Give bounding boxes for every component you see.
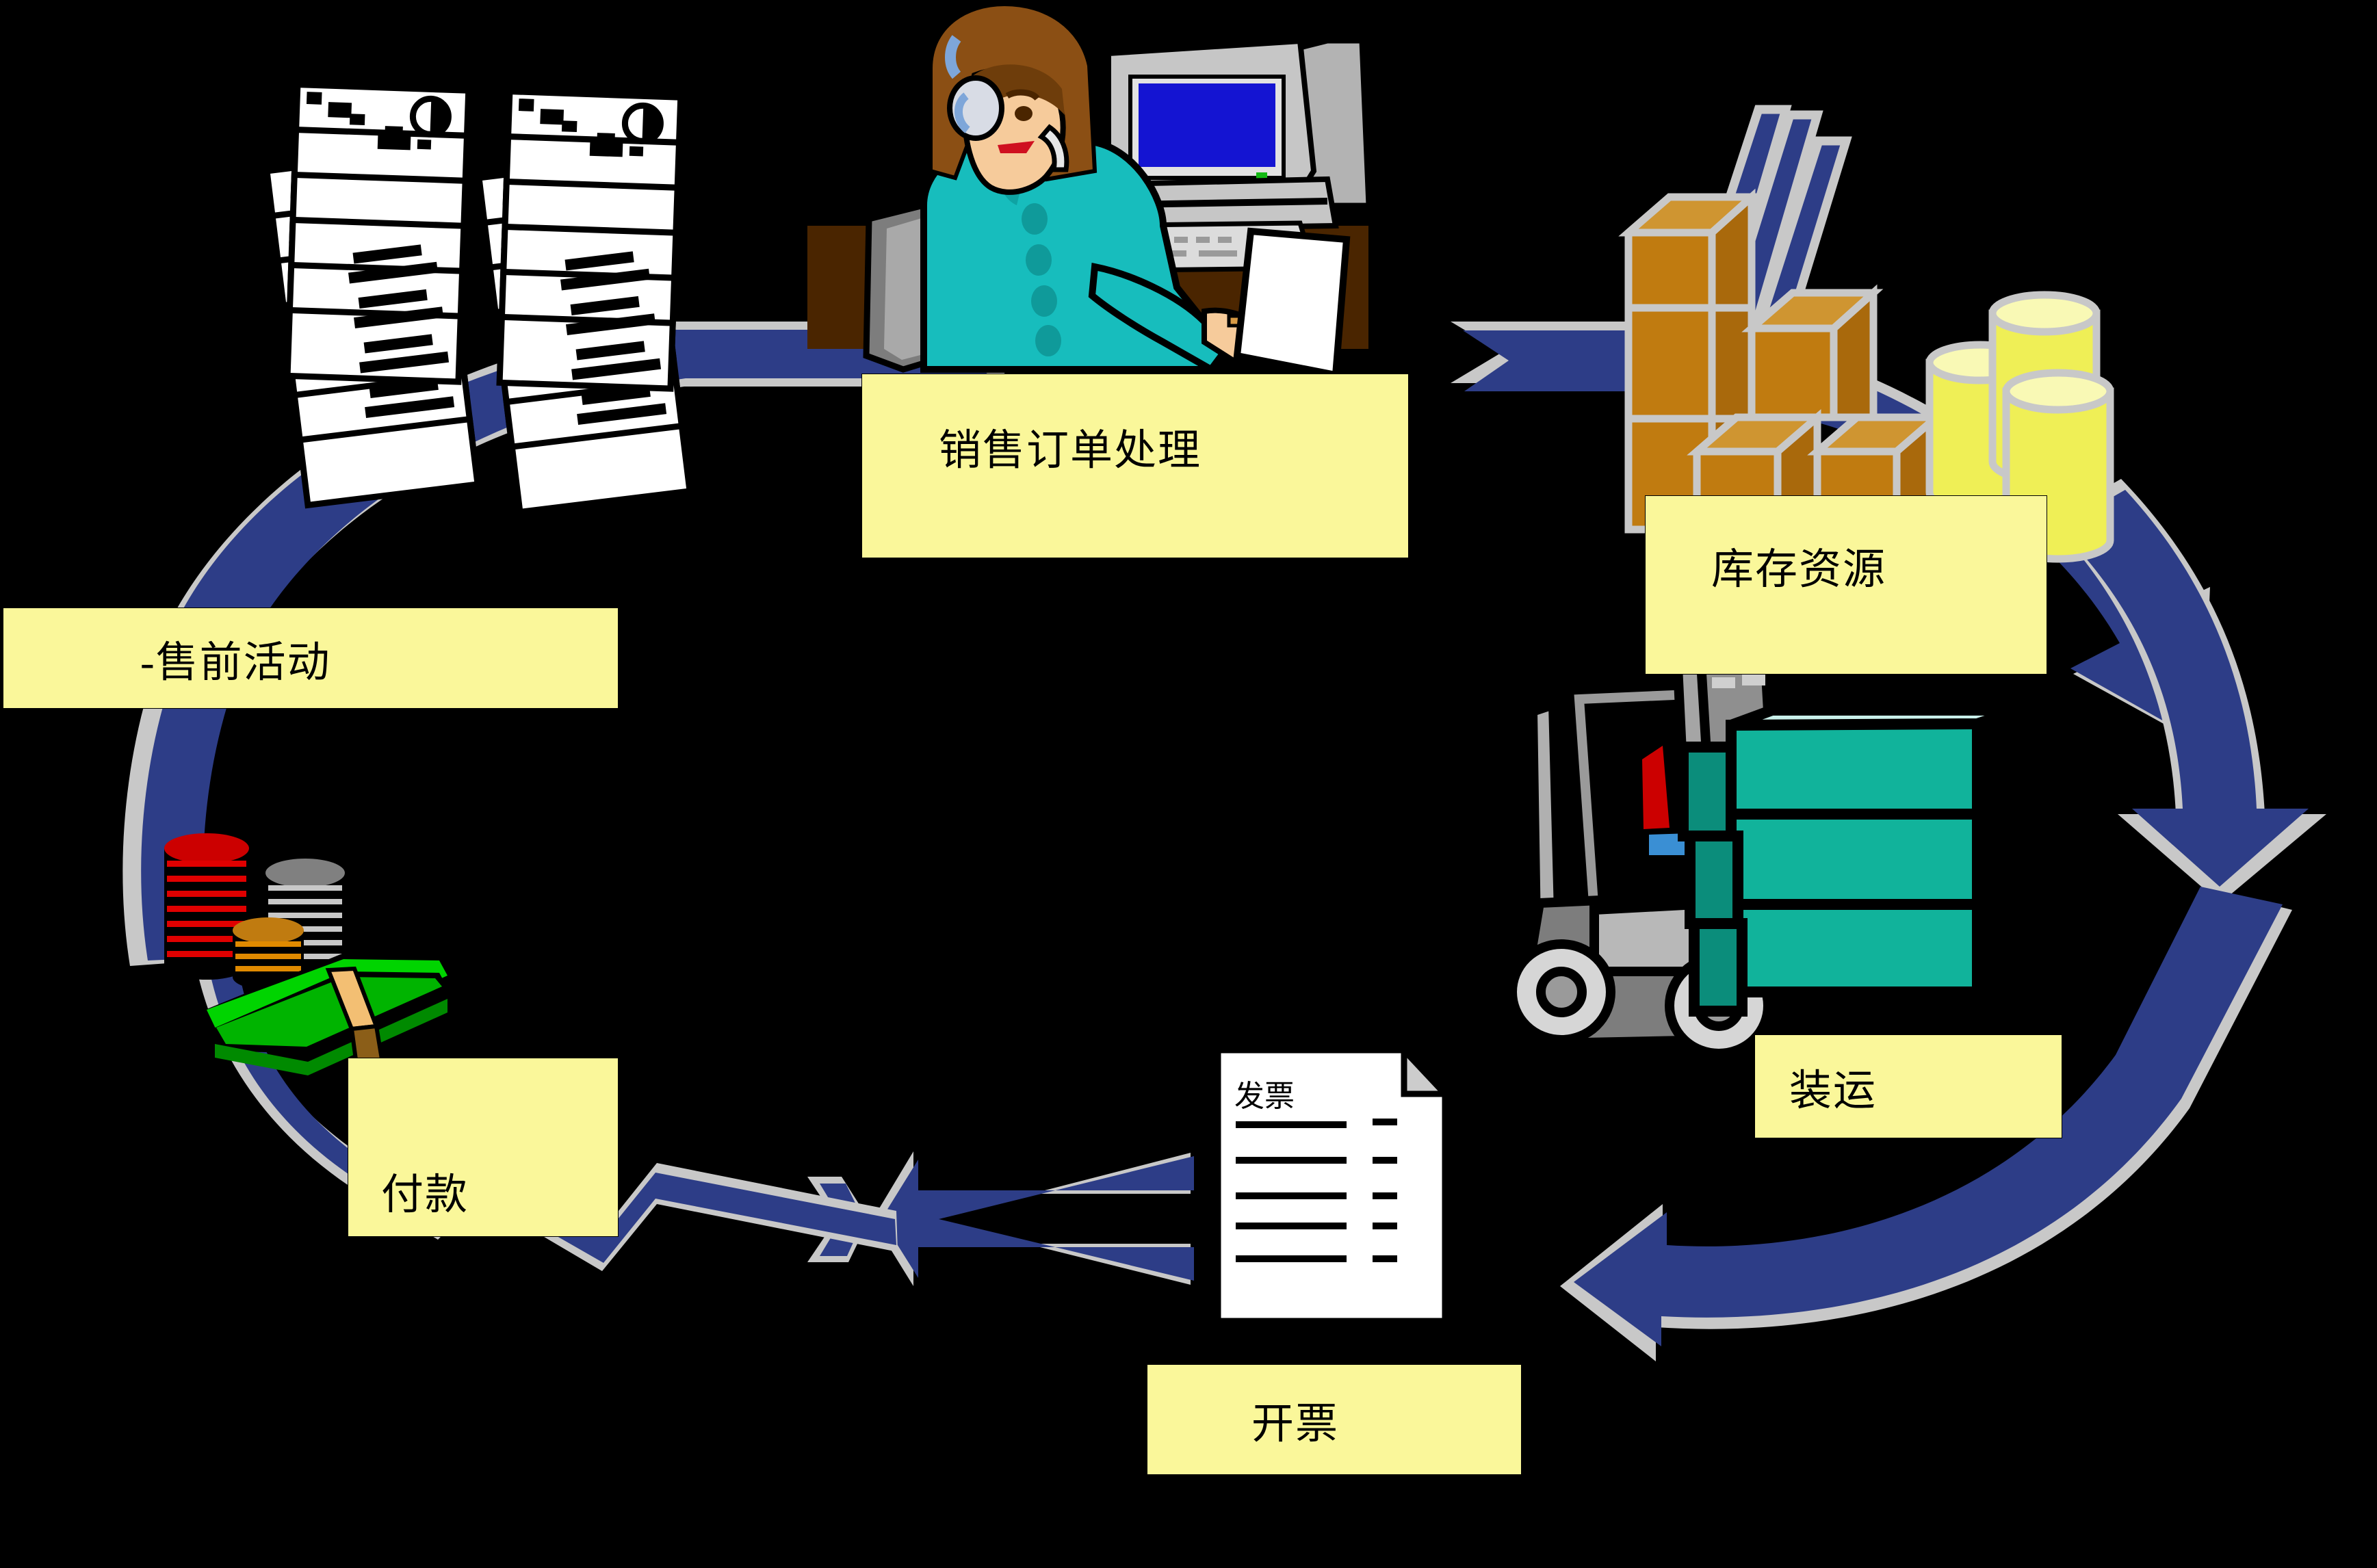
label-sales-order-processing[interactable]: 销售订单处理	[861, 374, 1409, 558]
arrow-segment-presales-to-order	[171, 274, 1026, 650]
label-presales[interactable]: -售前活动	[3, 607, 619, 709]
label-sales-order-processing-text: 销售订单处理	[939, 428, 1202, 474]
letter-stack-left	[263, 81, 482, 509]
label-shipping-text: 装运	[1789, 1068, 1878, 1114]
headset-icon	[945, 35, 1069, 172]
label-shipping[interactable]: 装运	[1754, 1034, 2062, 1138]
invoice-fold	[1401, 1042, 1453, 1097]
poker-chip-stack-orange	[233, 917, 304, 990]
invoice-page	[1215, 1047, 1449, 1324]
invoice-heading: 发票	[1234, 1080, 1295, 1113]
label-presales-text: -售前活动	[140, 640, 331, 686]
poker-chip-stack-red	[164, 833, 249, 980]
headset-mic	[1037, 124, 1069, 172]
letter-stack-right	[475, 88, 694, 516]
teal-crates	[1678, 705, 2021, 1017]
label-payment-text: 付款	[381, 1172, 469, 1218]
arrow-segment-shipping-to-billing	[1560, 887, 2292, 1361]
label-inventory-resources-text: 库存资源	[1711, 547, 1887, 593]
label-billing[interactable]: 开票	[1147, 1364, 1522, 1475]
label-payment[interactable]: 付款	[348, 1058, 619, 1237]
cash-bundle	[198, 954, 458, 1075]
label-inventory-resources[interactable]: 库存资源	[1645, 495, 2047, 675]
arrow-segment-inventory-to-shipping	[2049, 479, 2326, 903]
label-billing-text: 开票	[1251, 1401, 1340, 1448]
monitor-screen	[1139, 83, 1275, 167]
